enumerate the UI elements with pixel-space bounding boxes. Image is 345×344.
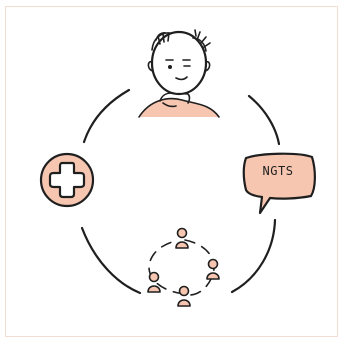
person-icon [138, 29, 220, 118]
person-node-left [147, 271, 161, 293]
arc-top-left [82, 88, 131, 144]
arc-bottom-left [80, 226, 142, 295]
people-network-icon [147, 227, 220, 307]
person-node-right [206, 258, 220, 280]
cycle-arcs [80, 88, 281, 295]
arc-bottom-right [230, 218, 277, 294]
plus-badge-icon [39, 152, 95, 208]
speech-bubble-icon [242, 152, 316, 215]
person-node-top [175, 227, 189, 249]
arc-top-right [247, 94, 281, 146]
person-node-bottom [177, 285, 191, 307]
speech-bubble-label: NGTS [262, 164, 294, 178]
